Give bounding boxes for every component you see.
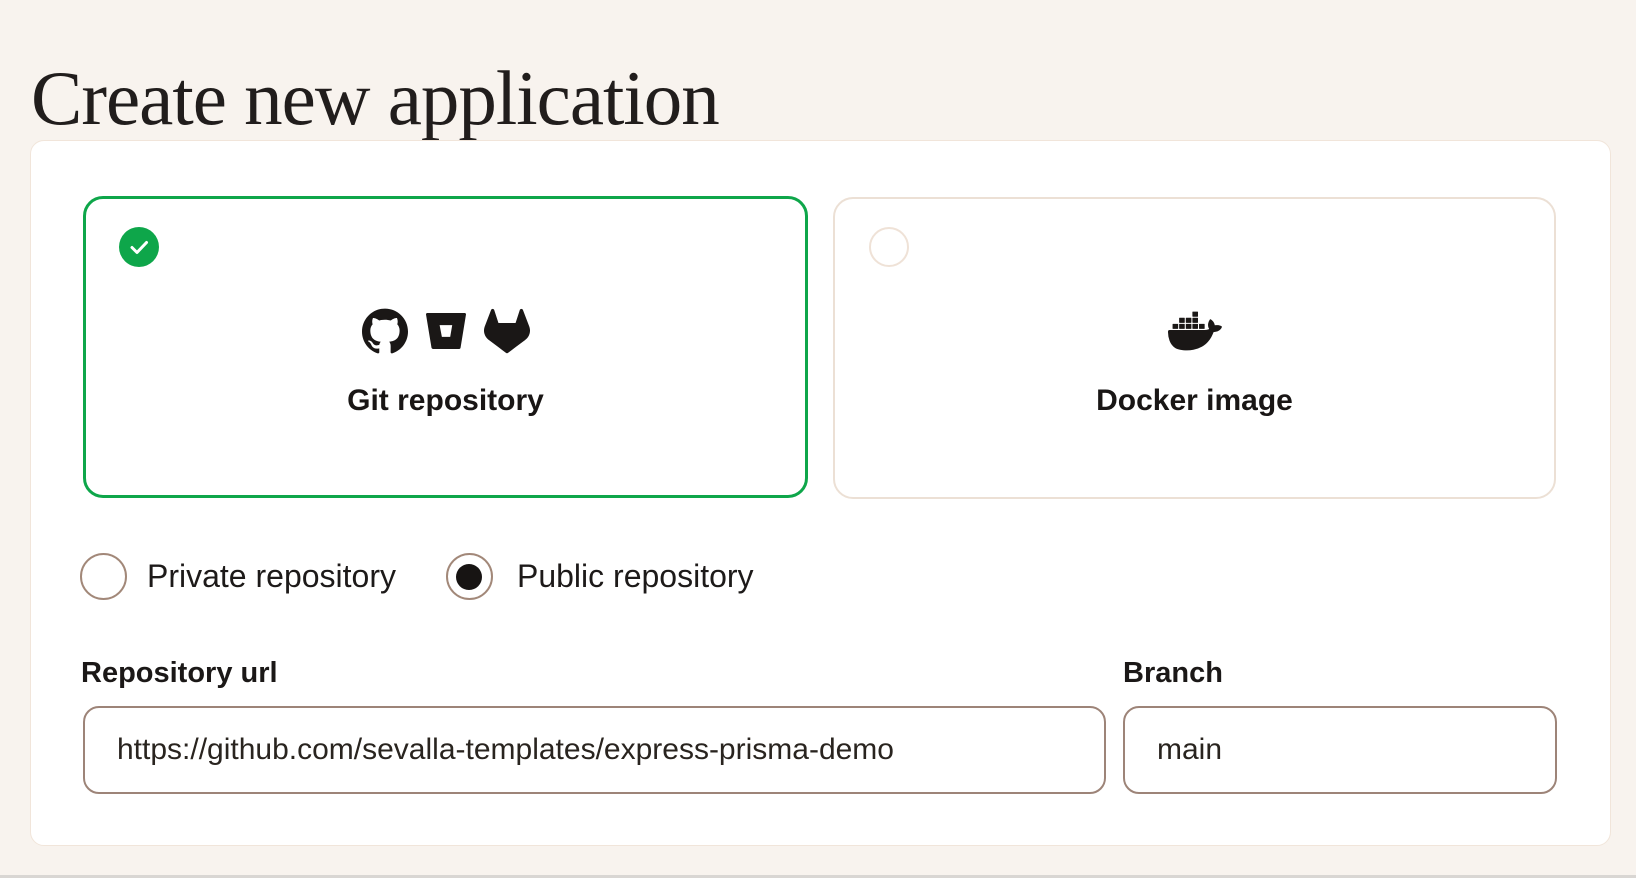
check-icon xyxy=(130,241,148,254)
unselected-radio-badge xyxy=(869,227,909,267)
source-option-docker-image[interactable]: Docker image xyxy=(833,197,1556,499)
radio-public-repository[interactable] xyxy=(445,553,493,600)
git-repository-label: Git repository xyxy=(347,384,544,417)
repository-url-input[interactable] xyxy=(83,706,1106,794)
private-repository-label[interactable]: Private repository xyxy=(147,558,396,594)
docker-icon-row xyxy=(835,305,1554,357)
repository-visibility-group: Private repository Public repository xyxy=(80,553,754,600)
public-repository-label[interactable]: Public repository xyxy=(516,558,754,594)
selected-check-badge xyxy=(119,227,159,267)
repository-url-label: Repository url xyxy=(81,657,278,689)
git-providers-icons xyxy=(86,305,805,357)
radio-selected-dot xyxy=(456,563,483,590)
application-source-panel: Git repository Docker image Private repo… xyxy=(30,140,1611,846)
radio-private-repository[interactable] xyxy=(80,553,127,600)
docker-image-label: Docker image xyxy=(1096,384,1293,417)
branch-input[interactable] xyxy=(1123,706,1557,794)
branch-label: Branch xyxy=(1123,657,1223,689)
bottom-edge-strip xyxy=(0,875,1636,878)
gitlab-icon xyxy=(483,308,530,354)
bitbucket-icon xyxy=(425,313,466,349)
docker-icon xyxy=(1167,311,1222,351)
github-icon xyxy=(361,308,408,354)
source-option-git-repository[interactable]: Git repository xyxy=(83,196,808,498)
page-title: Create new application xyxy=(31,54,720,141)
